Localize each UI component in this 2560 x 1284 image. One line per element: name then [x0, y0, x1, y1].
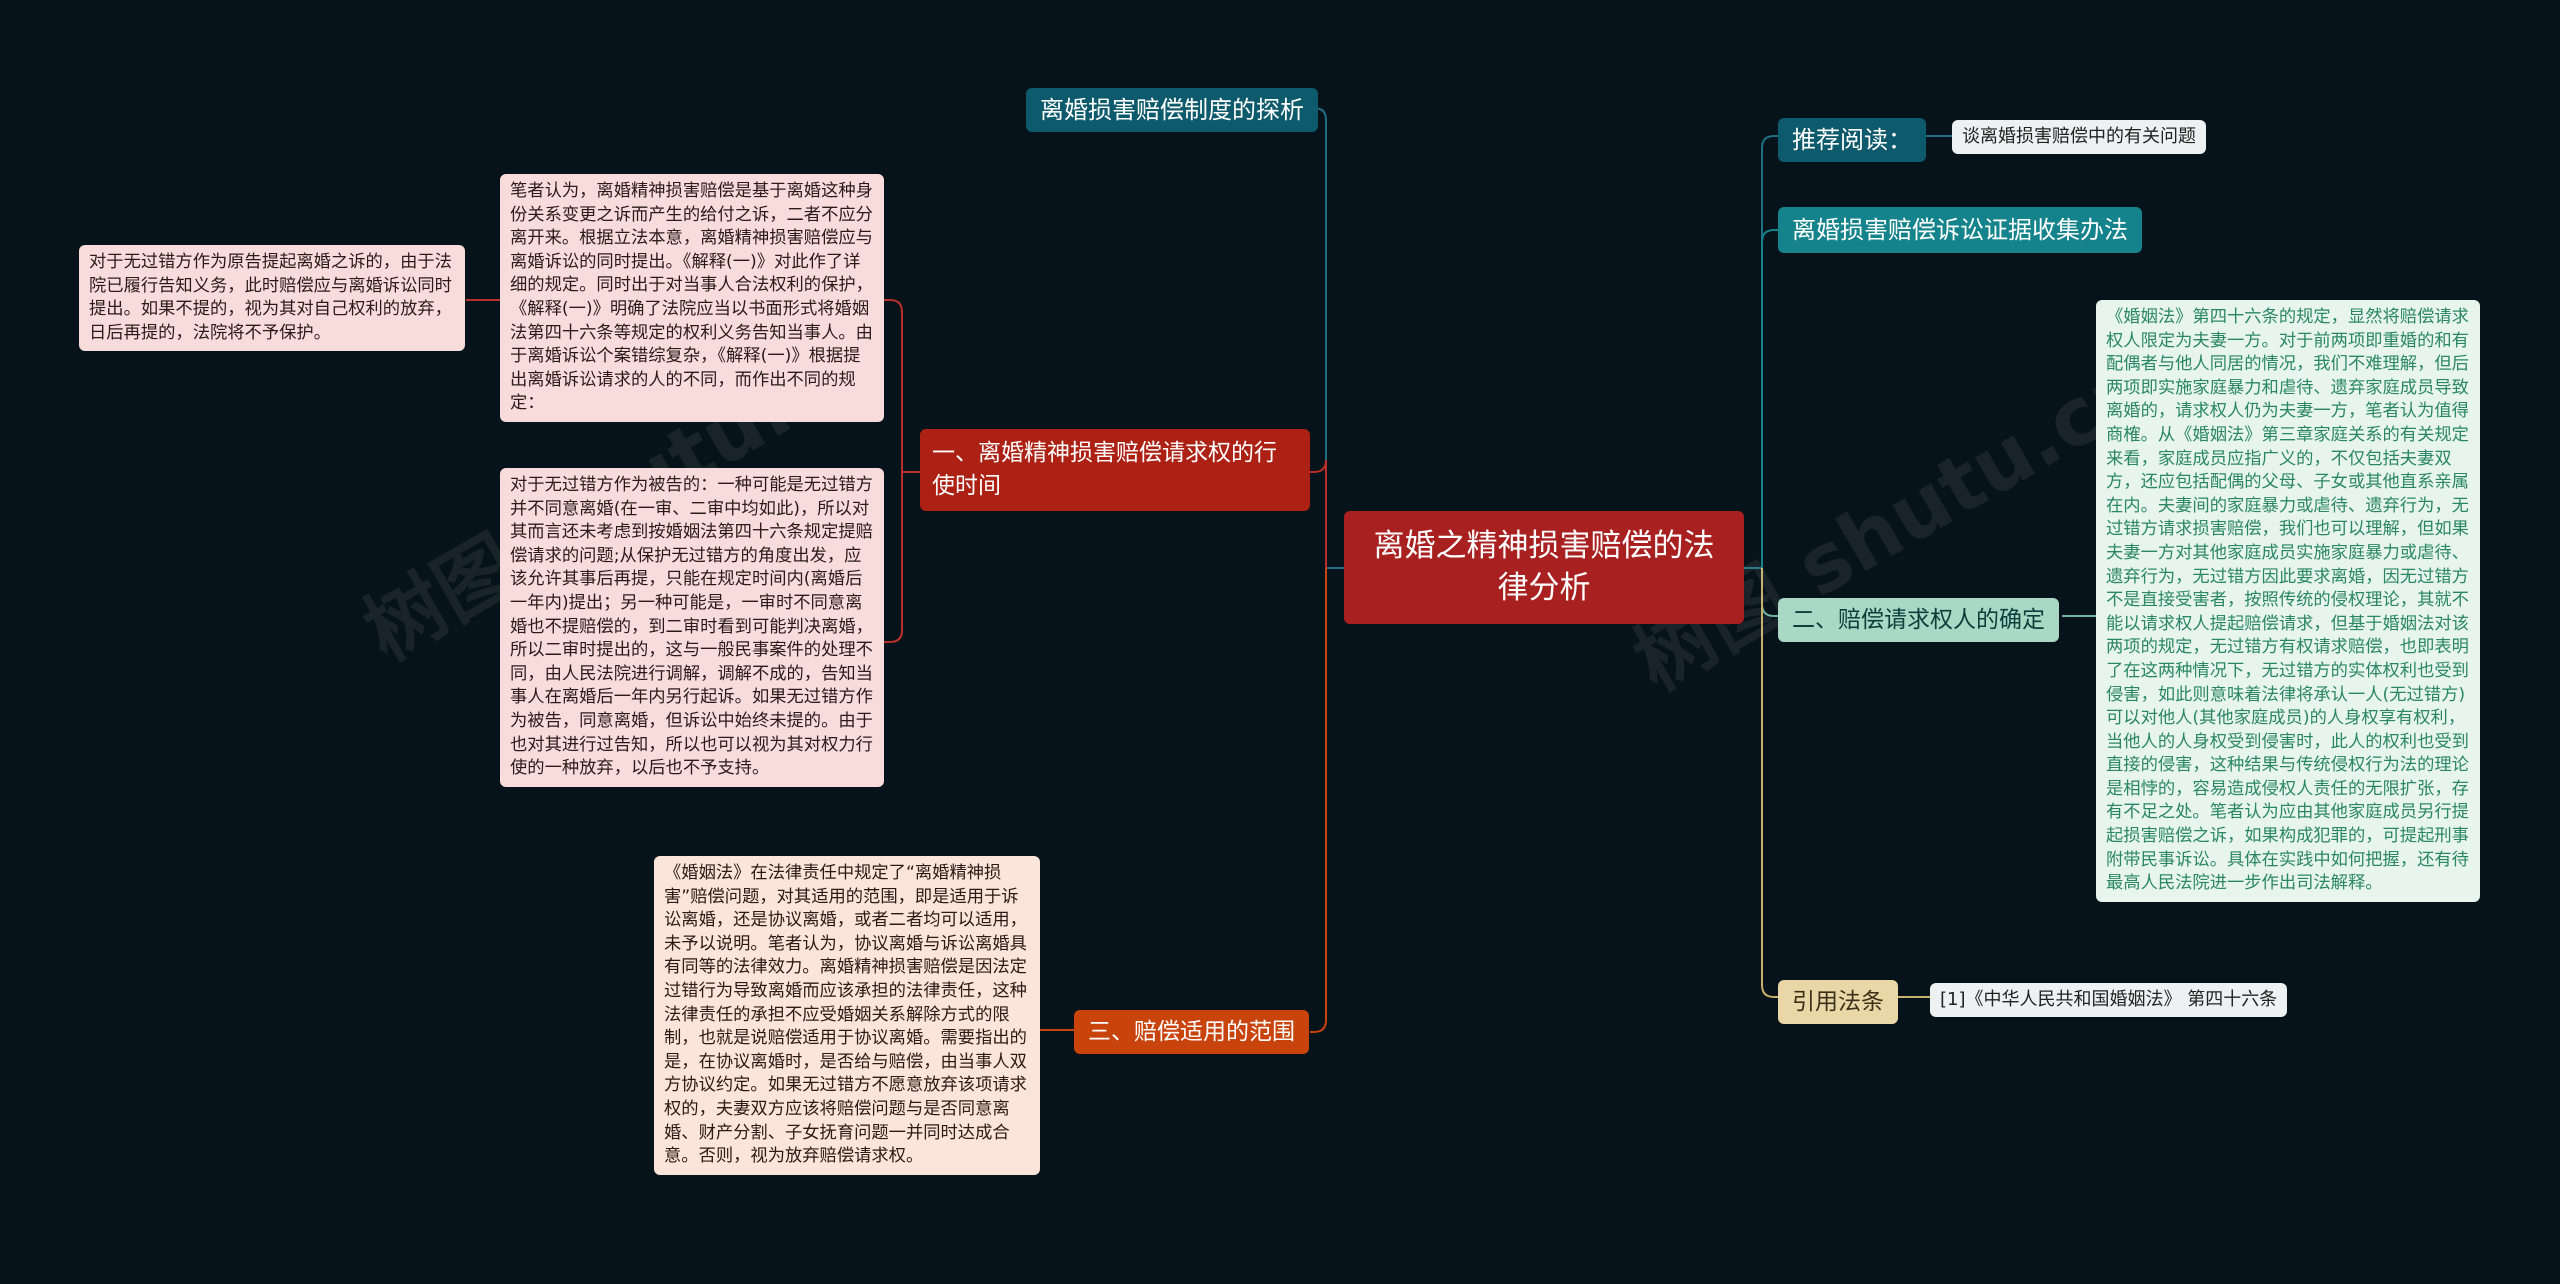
- detail-claimant: 《婚姻法》第四十六条的规定，显然将赔偿请求权人限定为夫妻一方。对于前两项即重婚的…: [2096, 300, 2480, 902]
- branch-claim-timing[interactable]: 一、离婚精神损害赔偿请求权的行使时间: [920, 429, 1310, 511]
- branch-cited-law[interactable]: 引用法条: [1778, 980, 1898, 1024]
- branch-claimant[interactable]: 二、赔偿请求权人的确定: [1778, 598, 2059, 642]
- detail-author-view: 笔者认为，离婚精神损害赔偿是基于离婚这种身份关系变更之诉而产生的给付之诉，二者不…: [500, 174, 884, 422]
- cited-law-item[interactable]: [1]《中华人民共和国婚姻法》 第四十六条: [1930, 983, 2288, 1017]
- root-topic[interactable]: 离婚之精神损害赔偿的法律分析: [1344, 511, 1744, 624]
- detail-plaintiff: 对于无过错方作为原告提起离婚之诉的，由于法院已履行告知义务，此时赔偿应与离婚诉讼…: [79, 245, 465, 352]
- branch-scope[interactable]: 三、赔偿适用的范围: [1074, 1010, 1309, 1054]
- branch-system-exploration[interactable]: 离婚损害赔偿制度的探析: [1026, 88, 1318, 132]
- branch-recommended-reading[interactable]: 推荐阅读：: [1778, 118, 1926, 162]
- detail-defendant: 对于无过错方作为被告的：一种可能是无过错方并不同意离婚(在一审、二审中均如此)，…: [500, 468, 884, 787]
- branch-evidence-collection[interactable]: 离婚损害赔偿诉讼证据收集办法: [1778, 207, 2142, 253]
- detail-scope: 《婚姻法》在法律责任中规定了“离婚精神损害”赔偿问题，对其适用的范围，即是适用于…: [654, 856, 1040, 1175]
- reading-link[interactable]: 谈离婚损害赔偿中的有关问题: [1952, 120, 2206, 154]
